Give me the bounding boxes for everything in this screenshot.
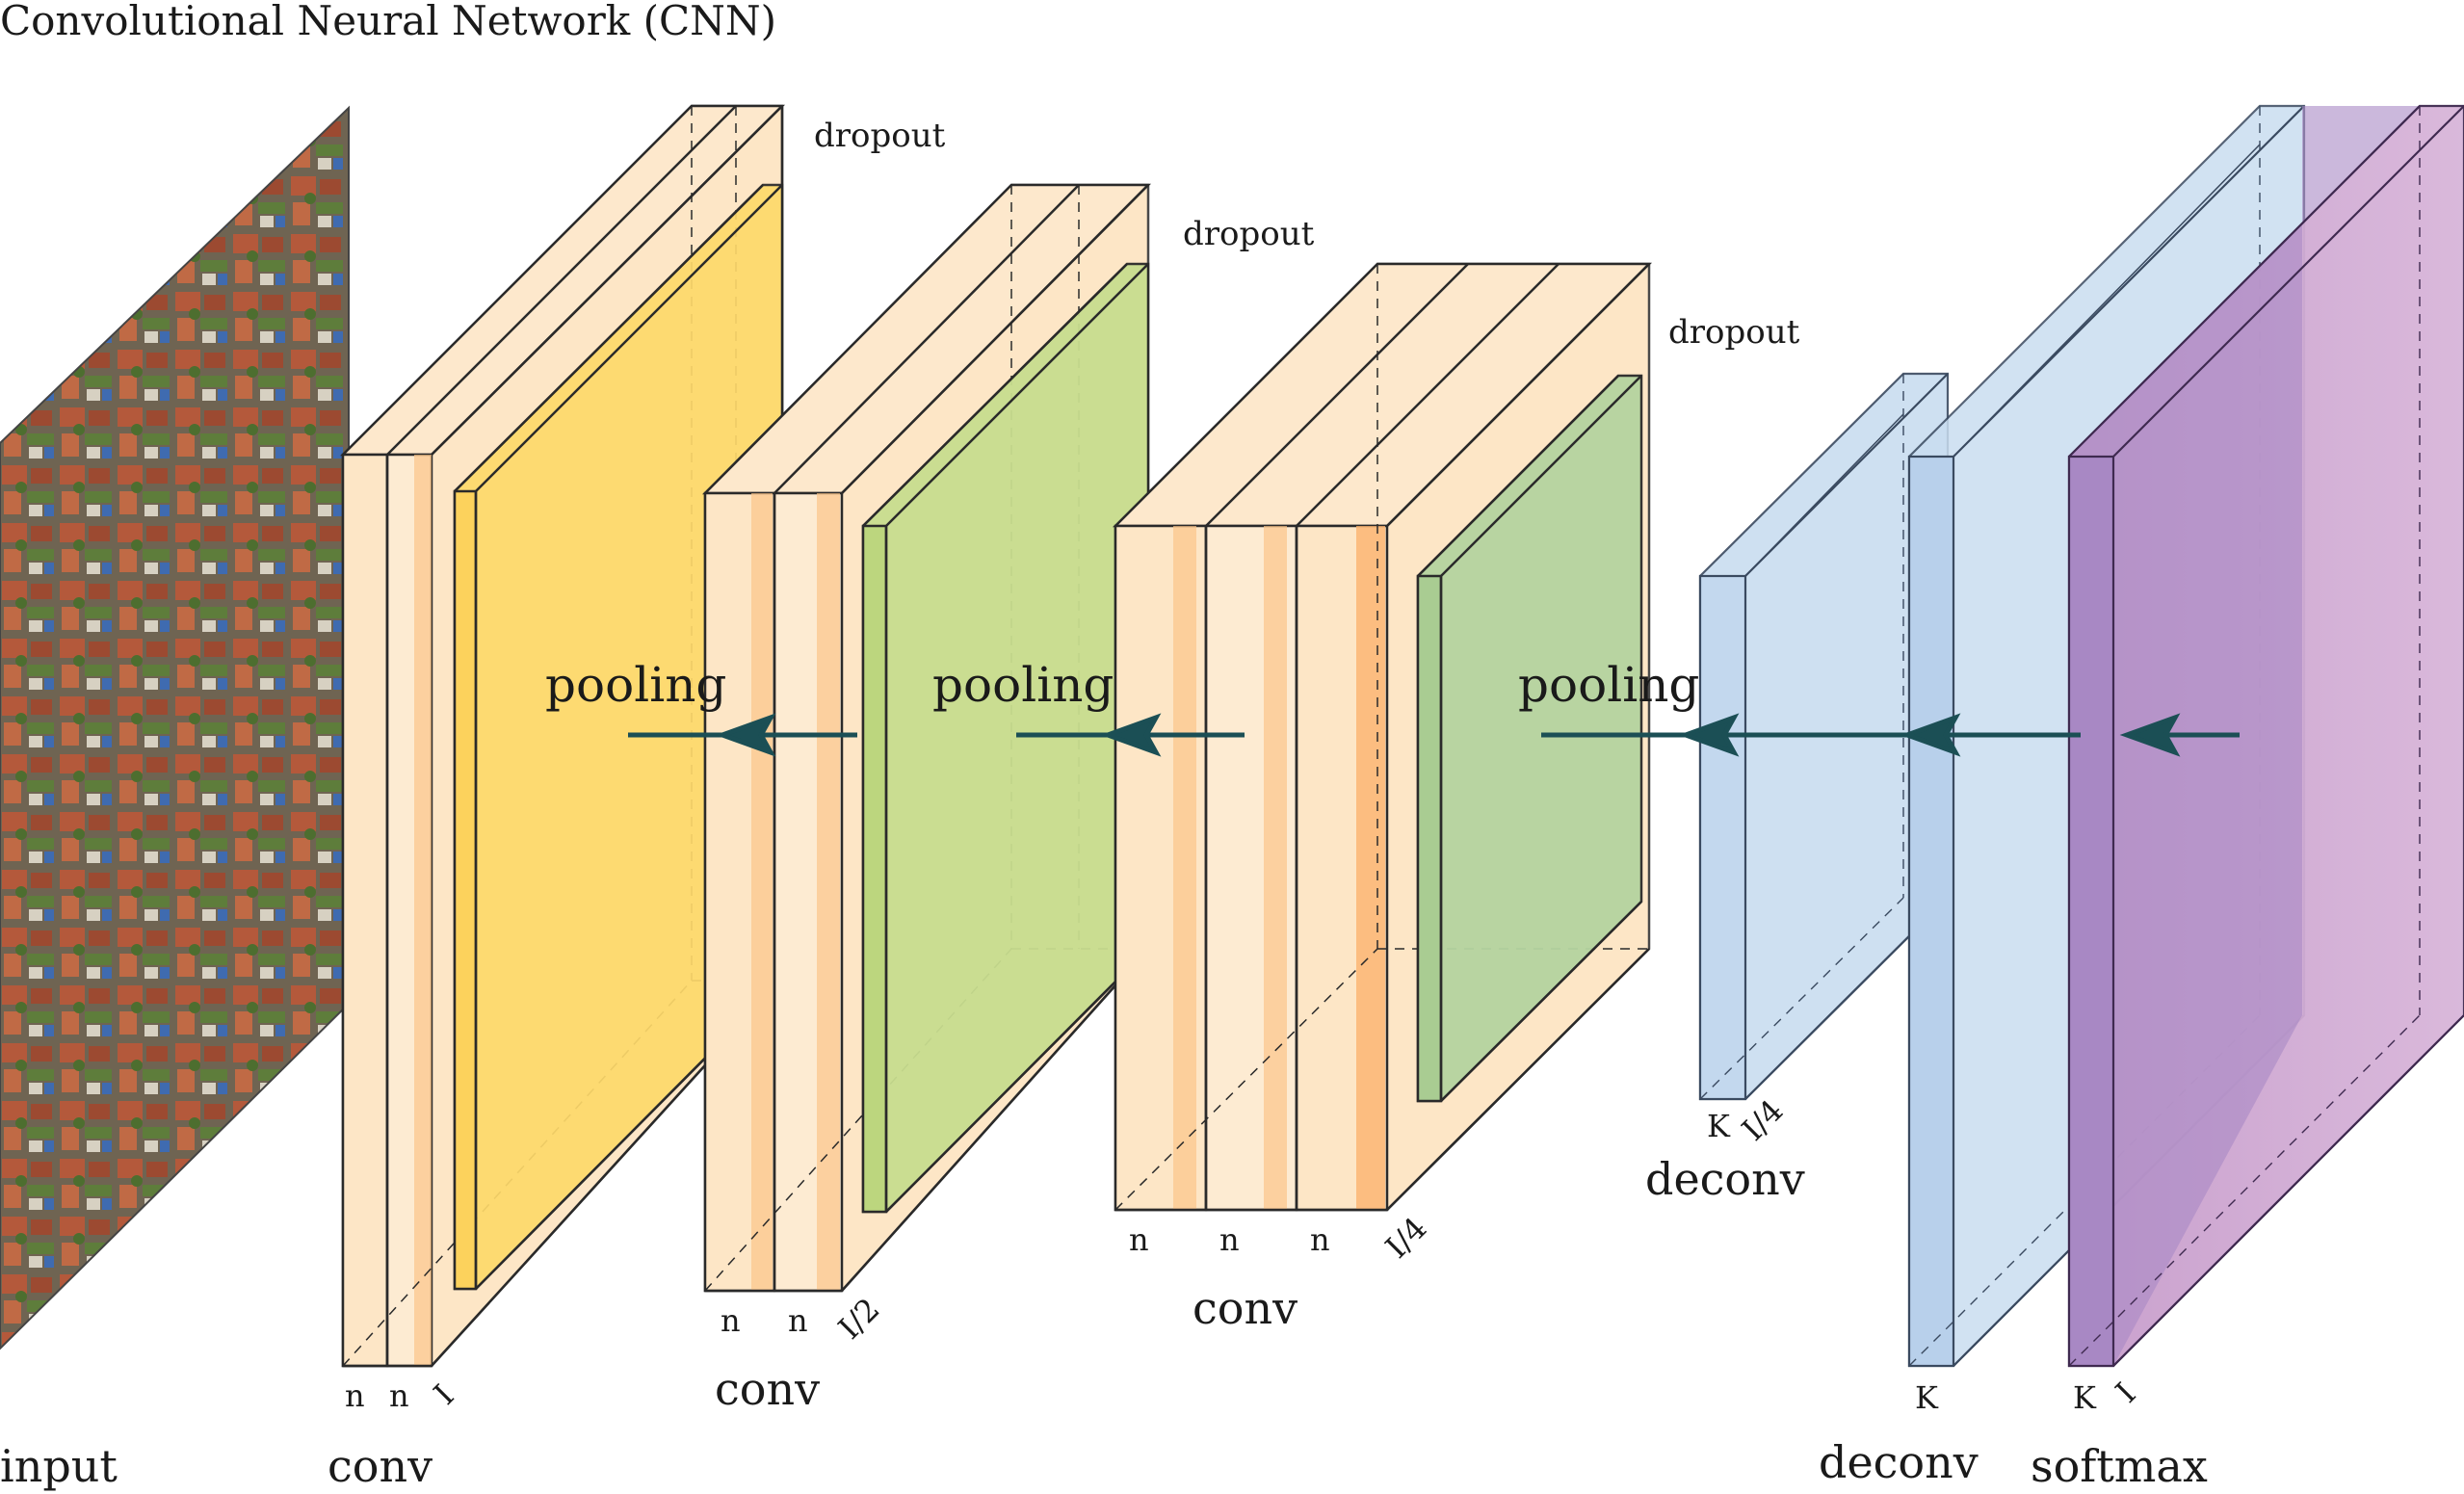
page-title: Convolutional Neural Network (CNN) <box>0 0 776 44</box>
conv-label-2: conv <box>715 1363 820 1415</box>
dim-label: I <box>2109 1376 2143 1410</box>
conv-label-3: conv <box>1193 1282 1298 1334</box>
softmax-block <box>2067 104 2464 1368</box>
deconv-label-1: deconv <box>1645 1153 1805 1205</box>
dim-label: n <box>1129 1221 1149 1258</box>
conv-block-3 <box>1112 262 1653 1212</box>
dim-label: n <box>788 1302 808 1339</box>
conv-label-1: conv <box>328 1440 433 1492</box>
dropout-label-3: dropout <box>1668 313 1800 352</box>
conv-block-2 <box>701 183 1152 1293</box>
input-label: input <box>0 1440 118 1492</box>
dim-label: I/4 <box>1735 1092 1791 1148</box>
arrow-head-5 <box>2119 713 2181 757</box>
conv-block-1 <box>339 104 786 1368</box>
arrow-head-3 <box>1678 713 1740 757</box>
dim-label: n <box>345 1377 365 1414</box>
dropout-label-1: dropout <box>814 117 946 155</box>
dim-label: K <box>1915 1379 1939 1416</box>
arrow-head-1 <box>715 713 776 757</box>
pooling-label-2: pooling <box>932 657 1114 713</box>
dim-label: n <box>1310 1221 1330 1258</box>
softmax-label: softmax <box>2031 1440 2208 1492</box>
dim-label: K <box>1707 1108 1731 1144</box>
dim-label: I <box>427 1377 461 1412</box>
dim-label: K <box>2073 1379 2097 1416</box>
input-image <box>0 105 350 1350</box>
dim-label: I/4 <box>1378 1210 1434 1266</box>
deconv-label-2: deconv <box>1819 1436 1979 1488</box>
dim-label: I/2 <box>831 1291 887 1347</box>
arrow-head-2 <box>1100 713 1162 757</box>
flow-arrows <box>628 713 2240 757</box>
dim-label: n <box>721 1302 741 1339</box>
dim-label: n <box>389 1377 409 1414</box>
pooling-label-3: pooling <box>1518 657 1699 713</box>
pooling-label-1: pooling <box>545 657 726 713</box>
dropout-label-2: dropout <box>1183 215 1315 253</box>
arrow-head-4 <box>1900 713 1961 757</box>
dim-label: n <box>1219 1221 1240 1258</box>
